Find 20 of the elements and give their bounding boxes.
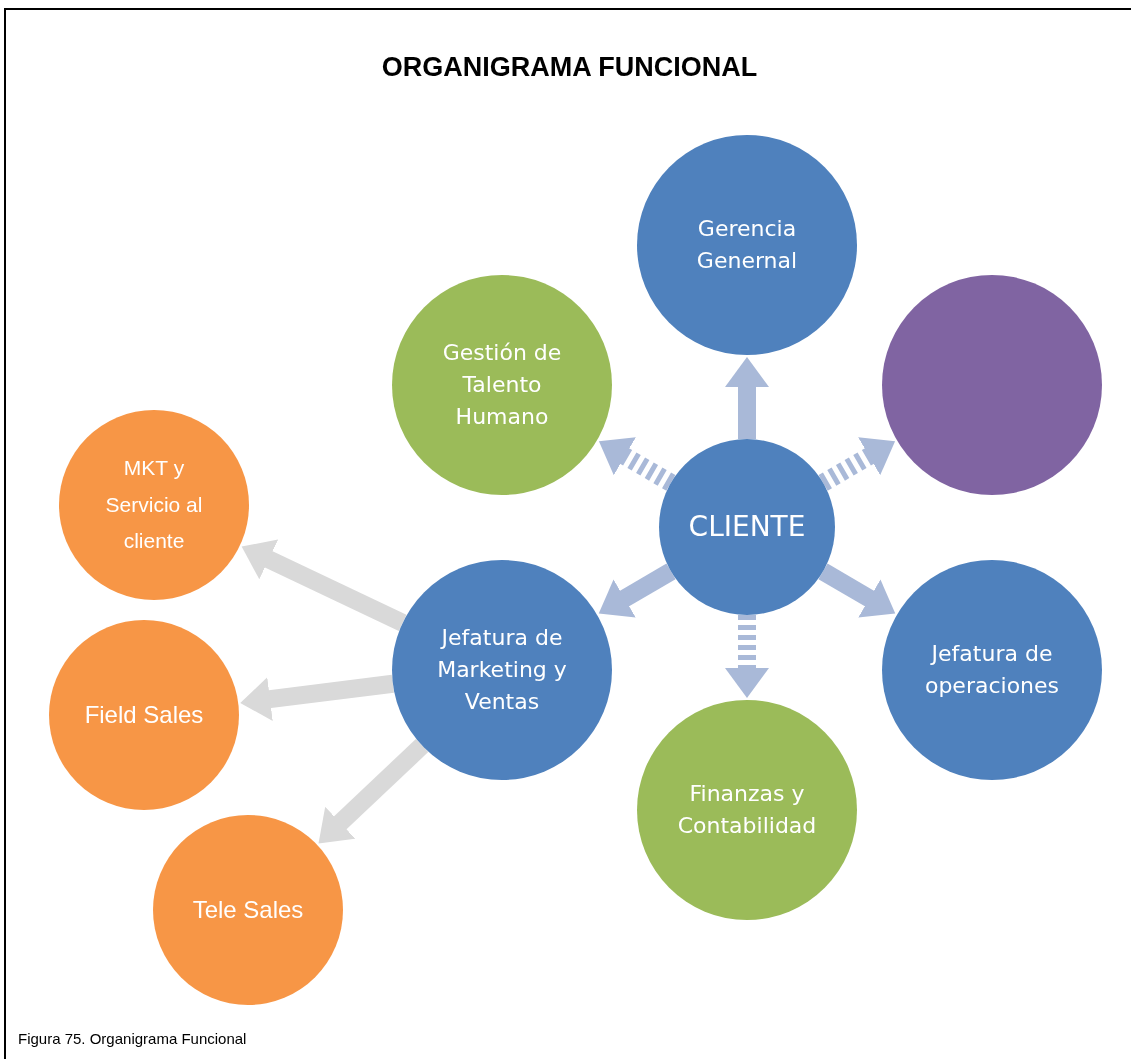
node-label: MKT y Servicio al cliente <box>104 454 204 555</box>
node-label: Jefatura de operaciones <box>923 640 1061 700</box>
node-label: Gestión de Talento Humano <box>441 339 563 431</box>
block-arrow <box>240 674 394 721</box>
block-arrow <box>725 357 769 439</box>
block-arrow <box>818 437 896 491</box>
block-arrow <box>241 539 407 631</box>
block-arrow <box>725 615 769 698</box>
diagram-title: ORGANIGRAMA FUNCIONAL <box>380 52 759 83</box>
figure-caption: Figura 75. Organigrama Funcional <box>18 1030 247 1047</box>
node-label: Jefatura de Marketing y Ventas <box>436 624 568 716</box>
block-arrow <box>318 739 429 844</box>
block-arrow <box>818 563 896 618</box>
node-label: Gerencia Genernal <box>695 215 799 275</box>
block-arrow <box>598 437 676 491</box>
node-label: Finanzas y Contabilidad <box>676 780 818 840</box>
node-label: CLIENTE <box>688 508 806 545</box>
node-label: Field Sales <box>84 699 204 730</box>
node-label: Tele Sales <box>192 894 304 925</box>
block-arrow <box>598 563 676 618</box>
